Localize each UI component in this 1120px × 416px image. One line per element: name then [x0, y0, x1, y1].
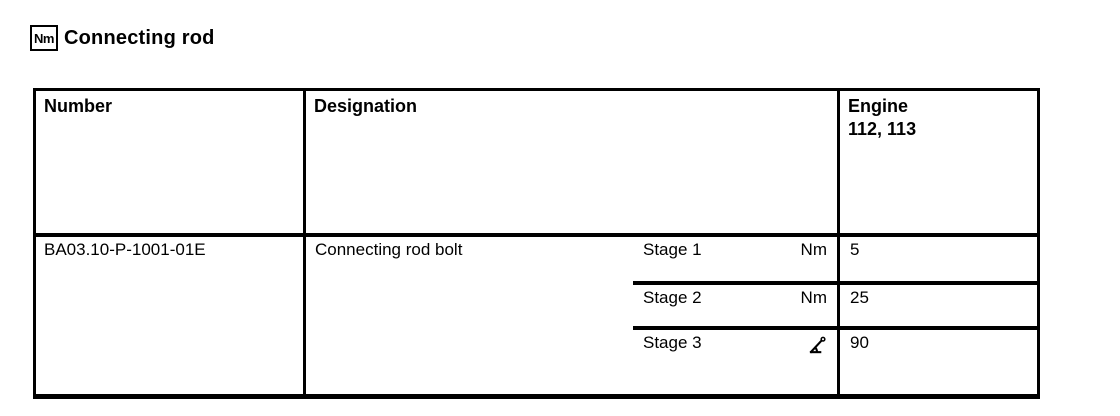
column-header-engine: Engine 112, 113: [840, 91, 1037, 233]
stage-row: Stage 2 Nm: [633, 285, 837, 330]
doc-title: Nm Connecting rod: [30, 25, 215, 51]
stage-label: Stage 2: [643, 288, 702, 307]
nm-unit-icon: Nm: [30, 25, 58, 51]
engine-models: 112, 113: [848, 118, 917, 139]
angle-degrees-icon: [808, 336, 827, 360]
stage-unit: Nm: [800, 288, 827, 307]
cell-engine-values: 5 25 90: [840, 237, 1037, 394]
cell-number-value: BA03.10-P-1001-01E: [36, 237, 306, 394]
stage-row: Stage 1 Nm: [633, 237, 837, 285]
stage-label: Stage 3: [643, 333, 702, 352]
spec-table: Number Designation Engine 112, 113 BA03.…: [33, 88, 1040, 399]
stage-label: Stage 1: [643, 240, 702, 259]
stage-row: Stage 3: [633, 330, 837, 394]
column-header-designation: Designation: [306, 91, 840, 233]
stage-unit: Nm: [800, 240, 827, 259]
engine-header-label: Engine: [848, 96, 909, 116]
table-row: BA03.10-P-1001-01E Connecting rod bolt S…: [36, 237, 1037, 394]
table-header-row: Number Designation Engine 112, 113: [36, 91, 1037, 237]
engine-value: 90: [850, 333, 869, 352]
page-title: Connecting rod: [64, 26, 215, 49]
designation-label: Connecting rod bolt: [315, 240, 463, 259]
stage-column: Stage 1 Nm Stage 2 Nm Stage 3: [633, 237, 837, 394]
engine-value: 25: [840, 285, 1037, 330]
cell-designation: Connecting rod bolt Stage 1 Nm Stage 2 N…: [306, 237, 840, 394]
column-header-number: Number: [36, 91, 306, 233]
engine-value: 5: [840, 237, 1037, 285]
